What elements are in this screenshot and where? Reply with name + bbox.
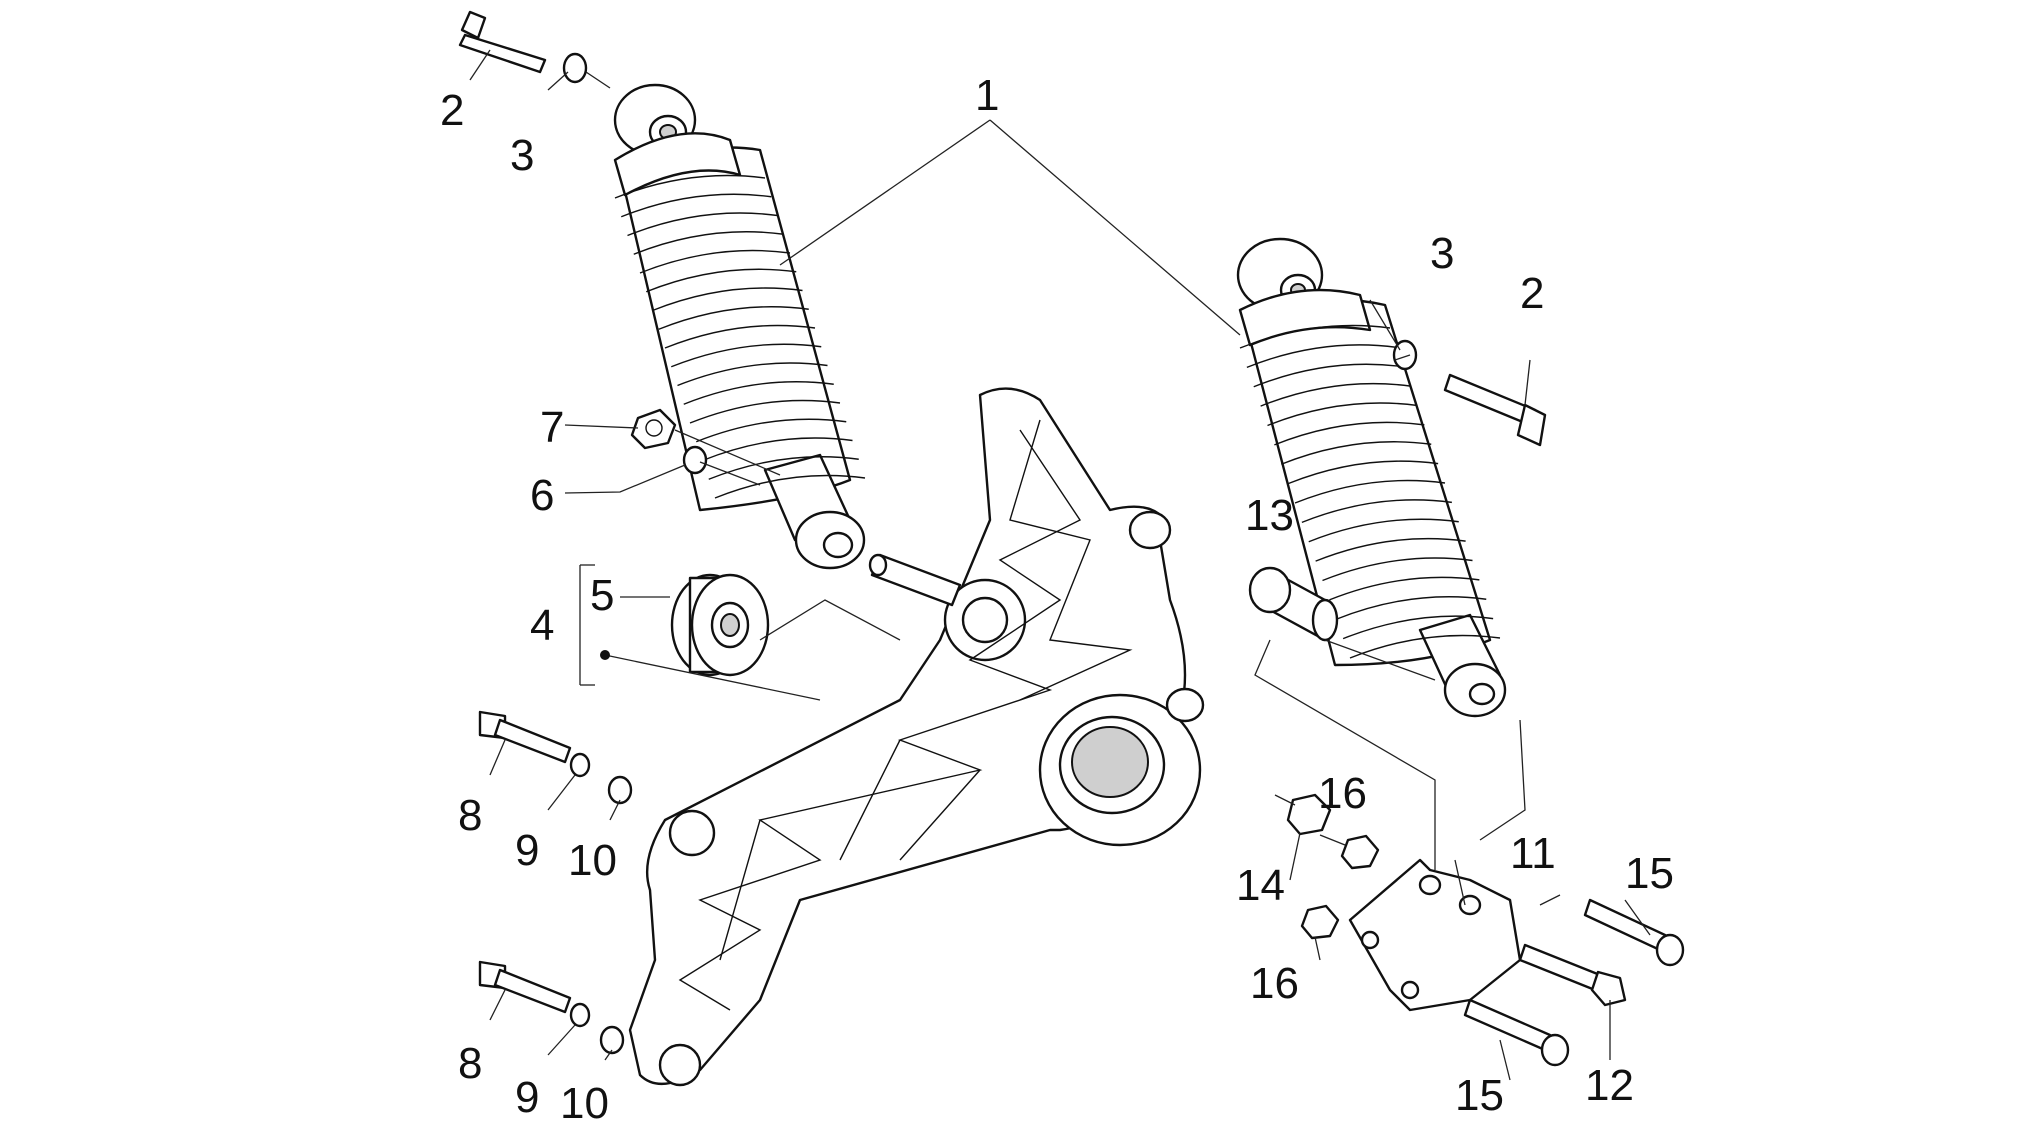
spring-coil (1267, 402, 1418, 427)
spring-coil (1335, 596, 1487, 620)
spring-coil (620, 193, 772, 218)
washer-part-3-left (562, 52, 588, 84)
spring-coil (1294, 479, 1446, 504)
nut-part-14 (1286, 793, 1332, 836)
shock-absorber-left (613, 83, 866, 570)
bushing-part-13 (1248, 566, 1339, 642)
label-part-2-right: 2 (1520, 269, 1544, 318)
spring-coil (1253, 363, 1404, 388)
bracket-part-11 (1348, 858, 1522, 1012)
part-labels: 1 2 2 3 3 4 5 6 7 8 8 9 9 10 10 11 12 13… (440, 71, 1674, 1122)
label-part-15-lower: 15 (1455, 1071, 1504, 1120)
label-part-8-upper: 8 (458, 791, 482, 840)
leader-lines (469, 49, 1651, 1081)
spring-coil (1322, 557, 1473, 582)
spring-coil (708, 456, 859, 480)
nut-part-16-upper (1340, 834, 1380, 870)
nut-part-7 (630, 408, 677, 450)
label-part-16-upper: 16 (1318, 769, 1367, 818)
label-part-16-lower: 16 (1250, 959, 1299, 1008)
spring-coil (1274, 421, 1425, 446)
spring-coil (689, 399, 841, 424)
washer-part-9-lower (569, 1002, 591, 1028)
label-part-6: 6 (530, 471, 554, 520)
spring-coil (1301, 499, 1452, 524)
spring-coil (1329, 576, 1480, 601)
spring-coil (633, 231, 784, 255)
label-part-2-left: 2 (440, 86, 464, 135)
shock-absorber-right (1236, 237, 1507, 718)
spring-coil (1315, 537, 1466, 562)
spring-coil (1342, 615, 1494, 640)
spring-coil (664, 324, 816, 349)
washer-part-9-upper (569, 752, 591, 778)
spring-coil (614, 174, 766, 199)
label-part-10-lower: 10 (560, 1079, 609, 1122)
spring-coil (1239, 324, 1391, 349)
washer-part-10-lower (599, 1025, 625, 1055)
washer-part-10-upper (607, 775, 633, 805)
label-part-7: 7 (540, 403, 564, 452)
spring-coil (658, 306, 809, 330)
label-part-11: 11 (1510, 829, 1556, 878)
leader-dot (600, 650, 610, 660)
spring-coil (639, 249, 791, 274)
spring-coil (645, 268, 797, 293)
label-part-9-lower: 9 (515, 1073, 539, 1122)
label-part-12: 12 (1585, 1061, 1634, 1110)
spring-coil (702, 437, 853, 462)
spring-coil (1246, 344, 1397, 369)
label-part-4: 4 (530, 601, 554, 650)
spring-coil (627, 212, 778, 237)
spring-coil (1308, 518, 1459, 543)
spring-coil (652, 287, 803, 312)
washer-part-6 (682, 445, 708, 475)
spring-coil (714, 474, 866, 499)
label-part-1: 1 (975, 71, 999, 120)
spring-coil (1280, 441, 1432, 465)
bolt-part-15-right (1583, 898, 1685, 967)
label-part-3-left: 3 (510, 131, 534, 180)
bearing-part-5 (670, 573, 770, 677)
bolt-part-2-right (1443, 373, 1547, 447)
bolt-part-12 (1518, 943, 1627, 1007)
spring-coil (677, 362, 828, 387)
bolt-part-8-upper (478, 710, 572, 764)
spring-coil (683, 381, 834, 405)
label-part-10-upper: 10 (568, 836, 617, 885)
bolt-part-2-left (458, 10, 547, 74)
bolt-part-8-lower (478, 960, 572, 1014)
spring-coil (670, 343, 822, 368)
spring-coil (1287, 460, 1439, 485)
spring-coil (695, 418, 847, 443)
label-part-15-right: 15 (1625, 849, 1674, 898)
spring-coil (1349, 634, 1501, 659)
label-part-8-lower: 8 (458, 1039, 482, 1088)
nut-part-16-lower (1300, 904, 1340, 940)
bolt-part-15-lower (1463, 998, 1570, 1067)
label-part-3-right: 3 (1430, 229, 1454, 278)
label-part-5: 5 (590, 571, 614, 620)
label-part-13: 13 (1245, 491, 1294, 540)
label-part-14: 14 (1236, 861, 1285, 910)
spring-coil (1260, 382, 1411, 407)
swing-arm (628, 387, 1205, 1087)
label-part-9-upper: 9 (515, 826, 539, 875)
